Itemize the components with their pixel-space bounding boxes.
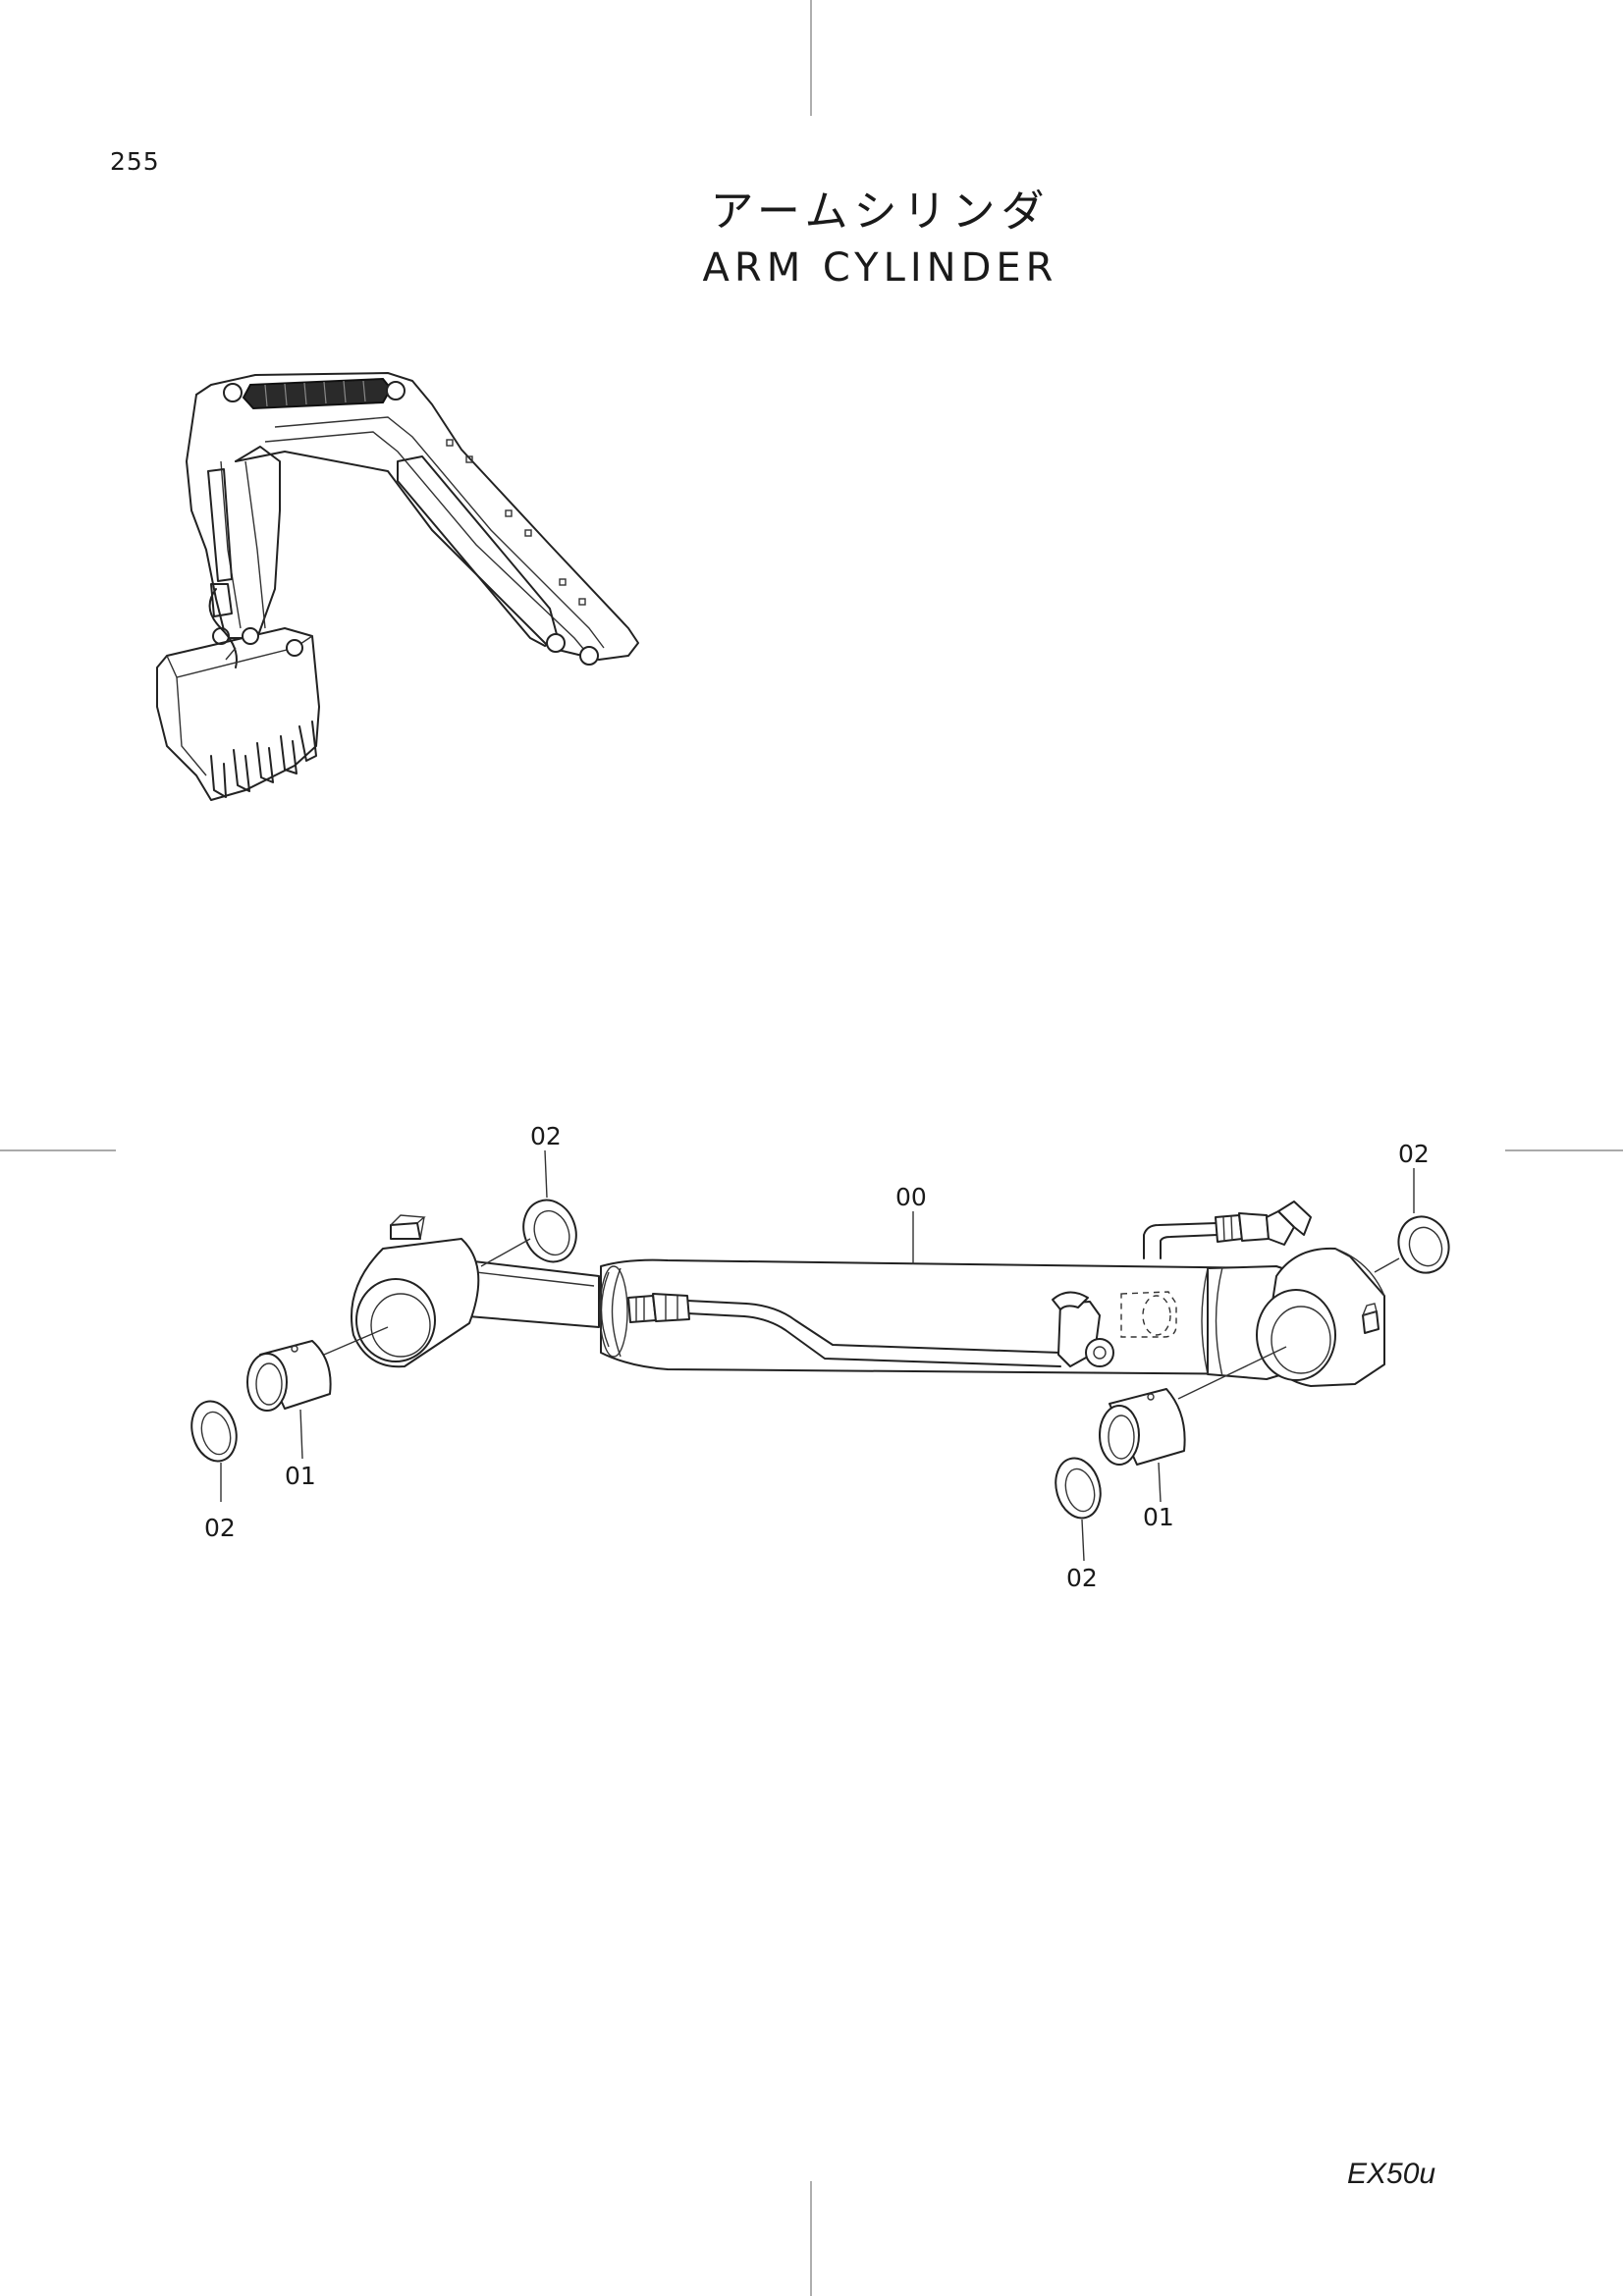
callout-02-top-right: 02	[1398, 1140, 1430, 1168]
title-japanese: アームシリンダ	[710, 187, 1051, 237]
callout-02-bottom-left: 02	[204, 1514, 236, 1542]
callout-00: 00	[895, 1183, 927, 1211]
excavator-front-thumbnail	[156, 372, 639, 801]
seal-ring-bottom-left	[190, 1400, 238, 1463]
arm-cylinder-assembly: 02 00 02 01 02 01 02	[190, 1122, 1450, 1592]
bushing-right	[1099, 1388, 1186, 1466]
page-number: 255	[110, 147, 160, 176]
pipe-clamp	[1052, 1291, 1114, 1367]
seal-ring-bottom-right	[1055, 1457, 1102, 1520]
model-code: EX50u	[1347, 2158, 1436, 2190]
title-english: ARM CYLINDER	[702, 245, 1058, 291]
callout-02-bottom-right: 02	[1066, 1564, 1098, 1592]
leader-lines	[220, 1149, 1415, 1562]
callout-01-left: 01	[285, 1462, 316, 1490]
callout-01-right: 01	[1143, 1503, 1174, 1531]
seal-ring-top-left	[522, 1199, 577, 1263]
seal-ring-top-right	[1397, 1215, 1450, 1274]
rod-end-eye	[351, 1214, 480, 1368]
bushing-left	[246, 1340, 332, 1412]
title-block: アームシリンダ ARM CYLINDER	[0, 185, 1623, 294]
head-end-eye	[1207, 1247, 1385, 1387]
callout-02-top-left: 02	[530, 1122, 562, 1150]
